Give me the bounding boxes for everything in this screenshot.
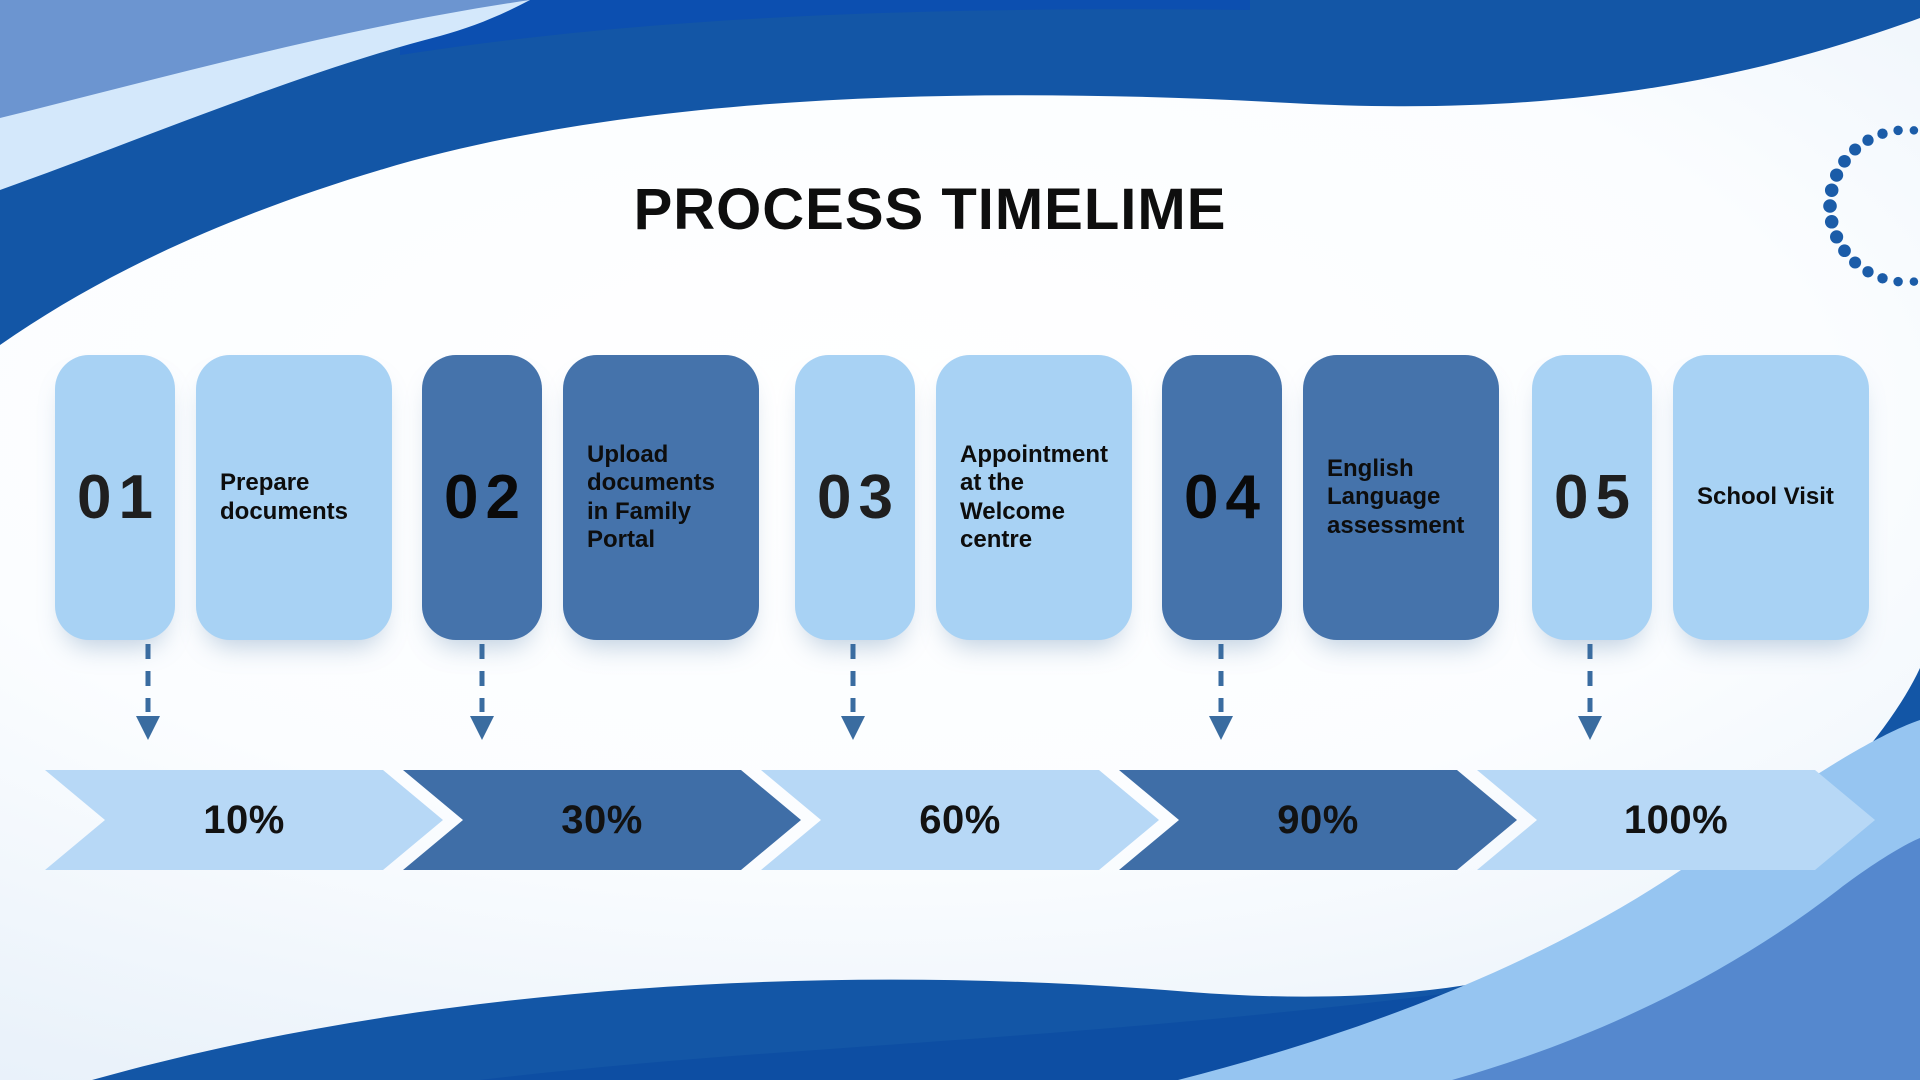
step-5-label: School Visit <box>1697 483 1834 511</box>
step-4-number: 04 <box>1184 463 1267 532</box>
step-3-number-card: 03 <box>795 355 915 640</box>
down-arrow-icon <box>136 644 160 740</box>
bottom-wave-underlay <box>480 920 1920 1080</box>
bottom-wave-dark <box>92 668 1920 1080</box>
step-4-label-card: English Language assessment <box>1303 355 1499 640</box>
progress-percent: 60% <box>919 797 1001 842</box>
top-wave-navy-streak <box>400 0 1250 55</box>
down-arrow-icon <box>1578 644 1602 740</box>
step-5-number: 05 <box>1554 463 1637 532</box>
progress-percent: 30% <box>561 797 643 842</box>
step-2-label: Upload documents in Family Portal <box>587 441 716 553</box>
down-arrow-icon <box>1209 644 1233 740</box>
step-2-number: 02 <box>444 463 527 532</box>
progress-chevron-10: 10% <box>45 770 443 870</box>
progress-chevron-100: 100% <box>1477 770 1875 870</box>
down-arrow-icon <box>841 644 865 740</box>
dotted-circle <box>1823 125 1919 287</box>
step-1-number-card: 01 <box>55 355 175 640</box>
step-3-label: Appointment at the Welcome centre <box>960 441 1108 553</box>
step-1-label-card: Prepare documents <box>196 355 392 640</box>
step-4-number-card: 04 <box>1162 355 1282 640</box>
progress-chevron-60: 60% <box>761 770 1159 870</box>
step-4-label: English Language assessment <box>1327 455 1465 539</box>
step-3-number: 03 <box>817 463 900 532</box>
bottom-wave-periwinkle <box>1452 838 1920 1080</box>
step-3-label-card: Appointment at the Welcome centre <box>936 355 1132 640</box>
progress-percent: 10% <box>203 797 285 842</box>
top-wave-periwinkle <box>0 0 530 118</box>
step-2-number-card: 02 <box>422 355 542 640</box>
step-2-label-card: Upload documents in Family Portal <box>563 355 759 640</box>
step-1-number: 01 <box>77 463 160 532</box>
page-title: PROCESS TIMELIME <box>633 177 1227 242</box>
step-5-label-card: School Visit <box>1673 355 1869 640</box>
step-1-label: Prepare documents <box>220 469 349 525</box>
progress-percent: 90% <box>1277 797 1359 842</box>
step-5-number-card: 05 <box>1532 355 1652 640</box>
progress-chevron-90: 90% <box>1119 770 1517 870</box>
progress-chevron-30: 30% <box>403 770 801 870</box>
top-wave-light-band <box>0 0 530 190</box>
progress-percent: 100% <box>1623 797 1729 842</box>
down-arrow-icon <box>470 644 494 740</box>
